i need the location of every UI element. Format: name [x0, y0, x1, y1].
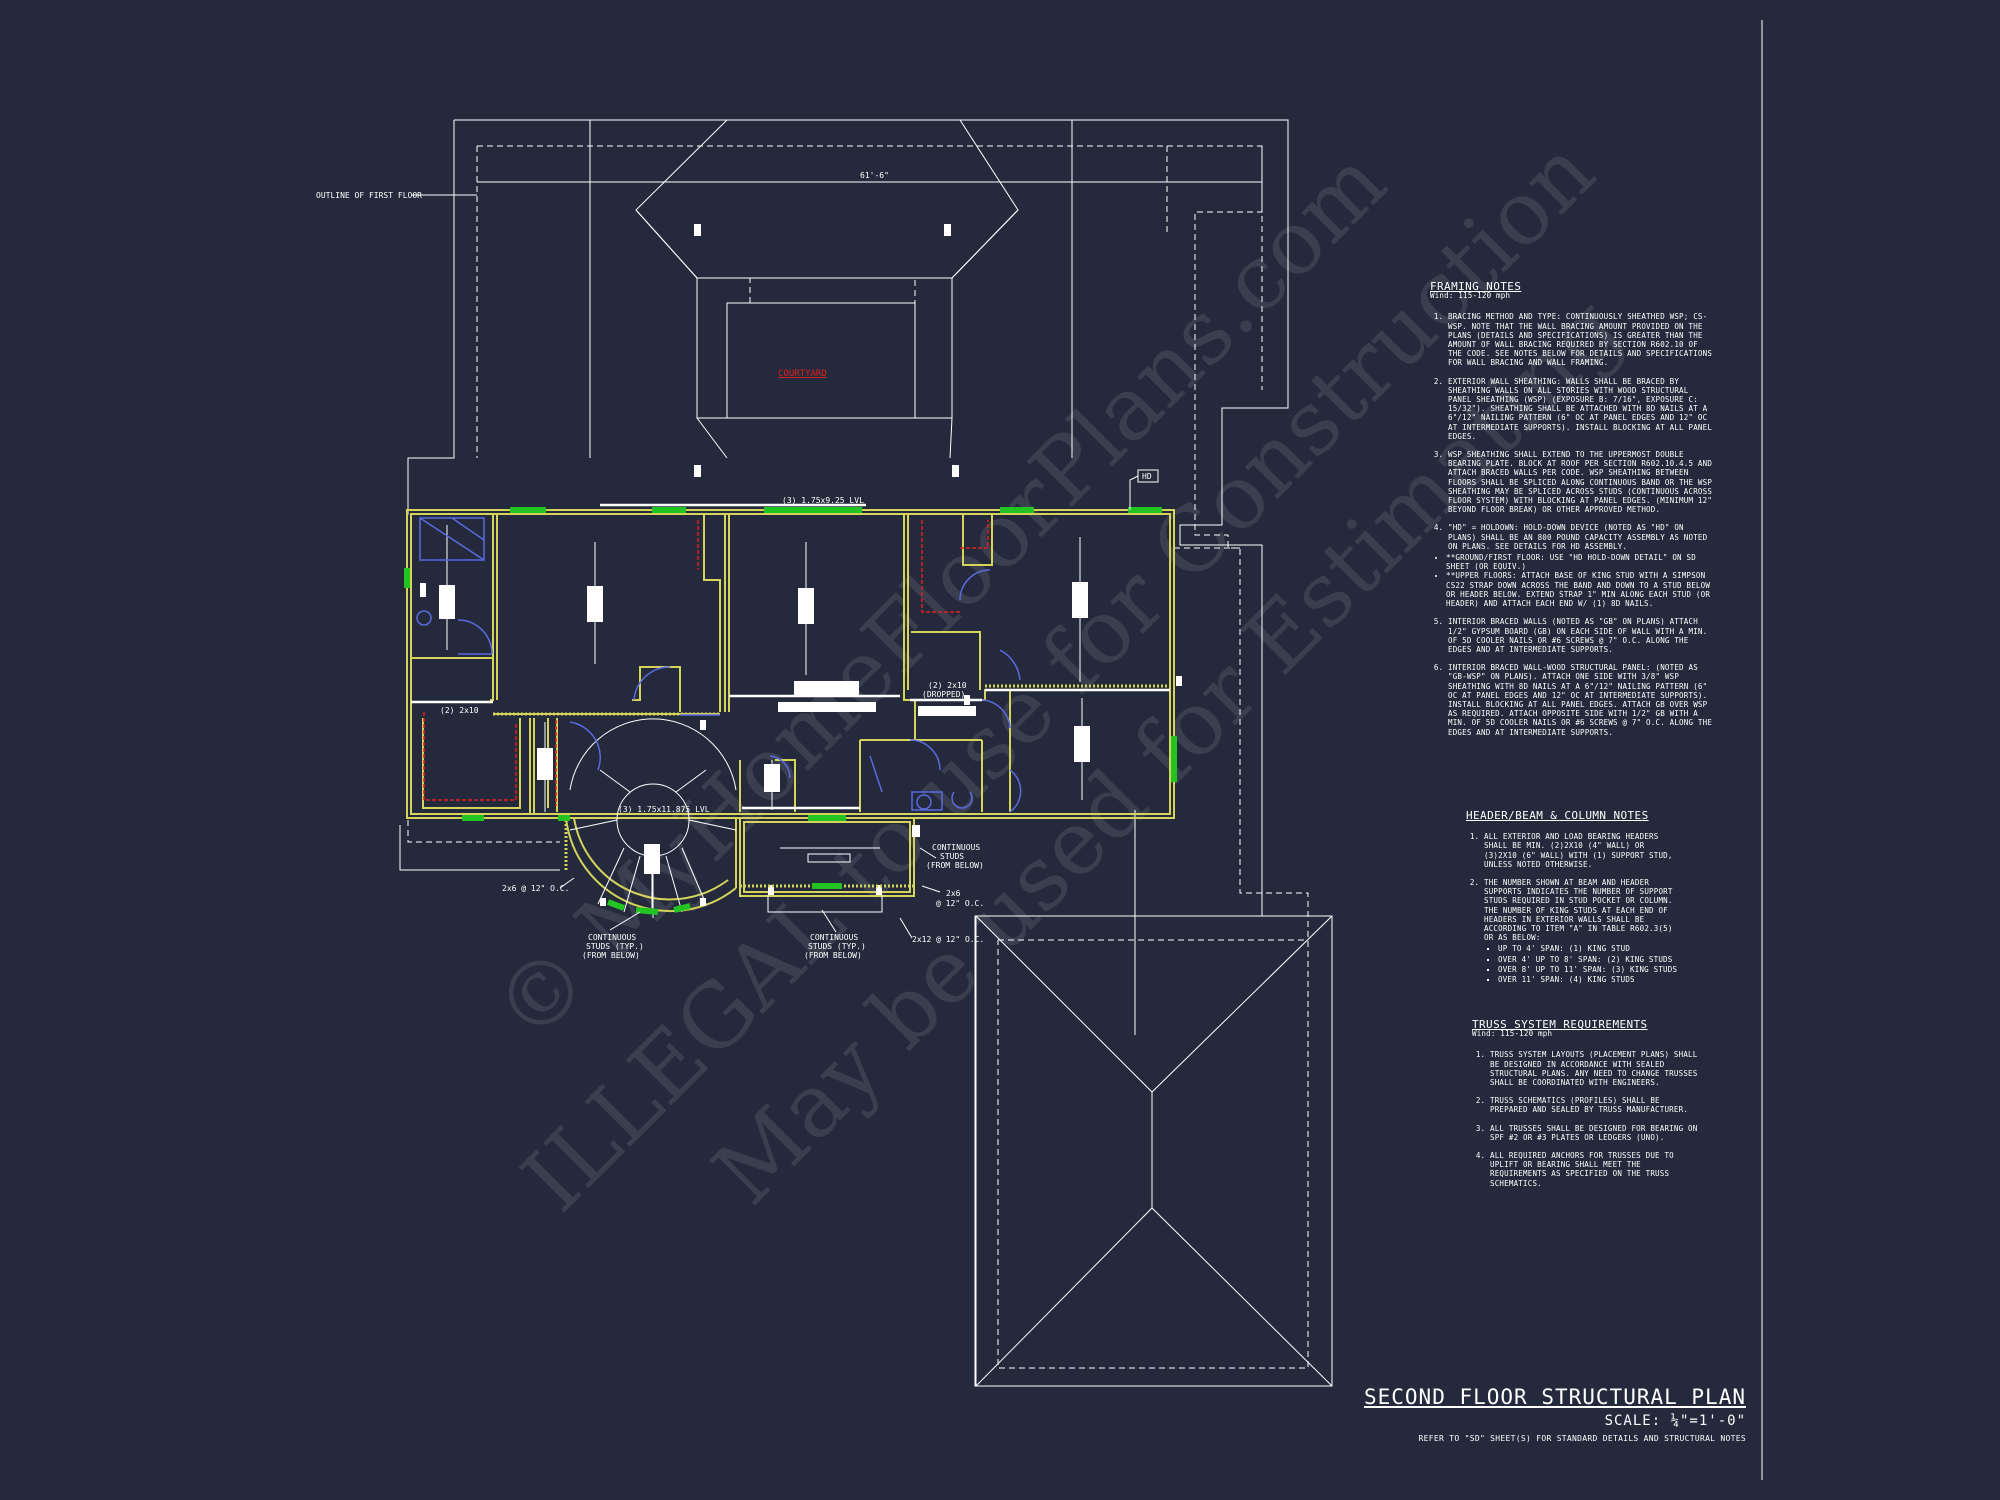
- header-dropped-label: (2) 2x10: [928, 681, 967, 690]
- framing-notes: FRAMING NOTES Wind: 115-120 mph BRACING …: [1430, 280, 1715, 746]
- continuous-studs-mid-line3: (FROM BELOW): [804, 951, 862, 960]
- studs-2x6-left-label: 2x6 @ 12" O.C.: [502, 884, 569, 893]
- header-beam-notes-list: ALL EXTERIOR AND LOAD BEARING HEADERS SH…: [1466, 832, 1681, 942]
- doors: [416, 517, 1022, 813]
- span-4: OVER 11' SPAN: (4) KING STUDS: [1498, 975, 1681, 984]
- continuous-studs-left-line2: STUDS (TYP.): [586, 942, 644, 951]
- header-dropped-note: (DROPPED): [922, 690, 965, 699]
- framing-notes-heading: FRAMING NOTES: [1430, 280, 1522, 293]
- dimension-top-label: 61'-6": [860, 171, 889, 180]
- span-1: UP TO 4' SPAN: (1) KING STUD: [1498, 944, 1681, 953]
- hd-marker: HD: [1129, 469, 1159, 510]
- continuous-studs-right-line2: STUDS: [940, 852, 964, 861]
- beam-top-label: (3) 1.75x9.25 LVL: [782, 496, 864, 505]
- stair-bay: [565, 817, 915, 913]
- truss-list: TRUSS SYSTEM LAYOUTS (PLACEMENT PLANS) S…: [1472, 1050, 1702, 1187]
- lvl-beam-lines: [411, 503, 1170, 810]
- courtyard-label: COURTYARD: [778, 369, 827, 379]
- truss-wind: Wind: 115-120 mph: [1472, 1029, 1553, 1039]
- truss-note-4: ALL REQUIRED ANCHORS FOR TRUSSES DUE TO …: [1490, 1151, 1702, 1188]
- dropped-headers: [423, 520, 989, 806]
- header-note-2: THE NUMBER SHOWN AT BEAM AND HEADER SUPP…: [1484, 878, 1681, 942]
- studs-2x12-label: 2x12 @ 12" O.C.: [912, 935, 984, 944]
- continuous-studs-left-line1: CONTINUOUS: [588, 933, 636, 942]
- continuous-studs-mid-line2: STUDS (TYP.): [808, 942, 866, 951]
- framing-bullet-2: **UPPER FLOORS: ATTACH BASE OF KING STUD…: [1446, 571, 1715, 608]
- studs-2x6-right-label: 2x6: [946, 889, 961, 898]
- header-beam-notes: HEADER/BEAM & COLUMN NOTES ALL EXTERIOR …: [1466, 809, 1681, 985]
- truss-requirements: TRUSS SYSTEM REQUIREMENTS Wind: 115-120 …: [1472, 1018, 1702, 1197]
- span-2: OVER 4' UP TO 8' SPAN: (2) KING STUDS: [1498, 955, 1681, 964]
- framing-note-3: WSP SHEATHING SHALL EXTEND TO THE UPPERM…: [1448, 450, 1715, 514]
- roof-outline: [399, 119, 1333, 1387]
- bay-balcony: [767, 847, 883, 913]
- first-floor-outline: [407, 145, 1309, 1369]
- hd-label: HD: [1142, 472, 1152, 481]
- title-block: SECOND FLOOR STRUCTURAL PLAN SCALE: ¼"=1…: [1364, 1385, 1746, 1443]
- framing-note-4: "HD" = HOLDOWN: HOLD-DOWN DEVICE (NOTED …: [1448, 523, 1715, 551]
- studs-2x6-right-oc: @ 12" O.C.: [936, 899, 984, 908]
- framing-note-6: INTERIOR BRACED WALL-WOOD STRUCTURAL PAN…: [1448, 663, 1715, 737]
- continuous-studs-right-line3: (FROM BELOW): [926, 861, 984, 870]
- continuous-studs-mid: CONTINUOUS STUDS (TYP.) (FROM BELOW): [804, 933, 866, 960]
- hatched-walls: [493, 684, 1170, 888]
- drawing-scale: SCALE: ¼"=1'-0": [1604, 1413, 1746, 1429]
- continuous-studs-right-line1: CONTINUOUS: [932, 843, 980, 852]
- beam-stair-label: (3) 1.75x11.875 LVL: [618, 805, 710, 814]
- header-note-1: ALL EXTERIOR AND LOAD BEARING HEADERS SH…: [1484, 832, 1681, 869]
- framing-note-5: INTERIOR BRACED WALLS (NOTED AS "GB" ON …: [1448, 617, 1715, 654]
- column-posts: [694, 224, 959, 477]
- framing-notes-bullets: **GROUND/FIRST FLOOR: USE "HD HOLD-DOWN …: [1430, 553, 1715, 608]
- framing-note-1: BRACING METHOD AND TYPE: CONTINUOUSLY SH…: [1448, 312, 1715, 367]
- span-3: OVER 8' UP TO 11' SPAN: (3) KING STUDS: [1498, 965, 1681, 974]
- framing-notes-list: BRACING METHOD AND TYPE: CONTINUOUSLY SH…: [1430, 312, 1715, 551]
- callout-leaders: [559, 847, 941, 939]
- framing-note-4-text: "HD" = HOLDOWN: HOLD-DOWN DEVICE (NOTED …: [1448, 523, 1708, 551]
- stair-treads: [569, 718, 737, 918]
- truss-heading: TRUSS SYSTEM REQUIREMENTS: [1472, 1018, 1648, 1031]
- drawing-title: SECOND FLOOR STRUCTURAL PLAN: [1363, 1385, 1746, 1409]
- continuous-studs-left-line3: (FROM BELOW): [582, 951, 640, 960]
- reference-note: REFER TO "SD" SHEET(S) FOR STANDARD DETA…: [1418, 1434, 1746, 1443]
- framing-notes-list-2: INTERIOR BRACED WALLS (NOTED AS "GB" ON …: [1430, 617, 1715, 736]
- king-stud-spans: UP TO 4' SPAN: (1) KING STUD OVER 4' UP …: [1484, 944, 1681, 984]
- truss-note-2: TRUSS SCHEMATICS (PROFILES) SHALL BE PRE…: [1490, 1096, 1702, 1114]
- framing-note-2: EXTERIOR WALL SHEATHING: WALLS SHALL BE …: [1448, 377, 1715, 441]
- framing-bullet-1: **GROUND/FIRST FLOOR: USE "HD HOLD-DOWN …: [1446, 553, 1715, 571]
- bay-posts: [600, 825, 920, 906]
- framing-notes-wind: Wind: 115-120 mph: [1430, 291, 1511, 301]
- outline-first-floor-label: OUTLINE OF FIRST FLOOR: [316, 191, 422, 200]
- header-beam-notes-heading: HEADER/BEAM & COLUMN NOTES: [1466, 809, 1649, 822]
- continuous-studs-left: CONTINUOUS STUDS (TYP.) (FROM BELOW): [582, 933, 644, 960]
- header-left-label: (2) 2x10: [440, 706, 479, 715]
- blocking-marks: [420, 582, 1182, 874]
- truss-note-1: TRUSS SYSTEM LAYOUTS (PLACEMENT PLANS) S…: [1490, 1050, 1702, 1087]
- truss-note-3: ALL TRUSSES SHALL BE DESIGNED FOR BEARIN…: [1490, 1124, 1702, 1142]
- continuous-studs-right: CONTINUOUS STUDS (FROM BELOW): [926, 843, 984, 870]
- continuous-studs-mid-line1: CONTINUOUS: [810, 933, 858, 942]
- shear-walls: [404, 507, 1177, 915]
